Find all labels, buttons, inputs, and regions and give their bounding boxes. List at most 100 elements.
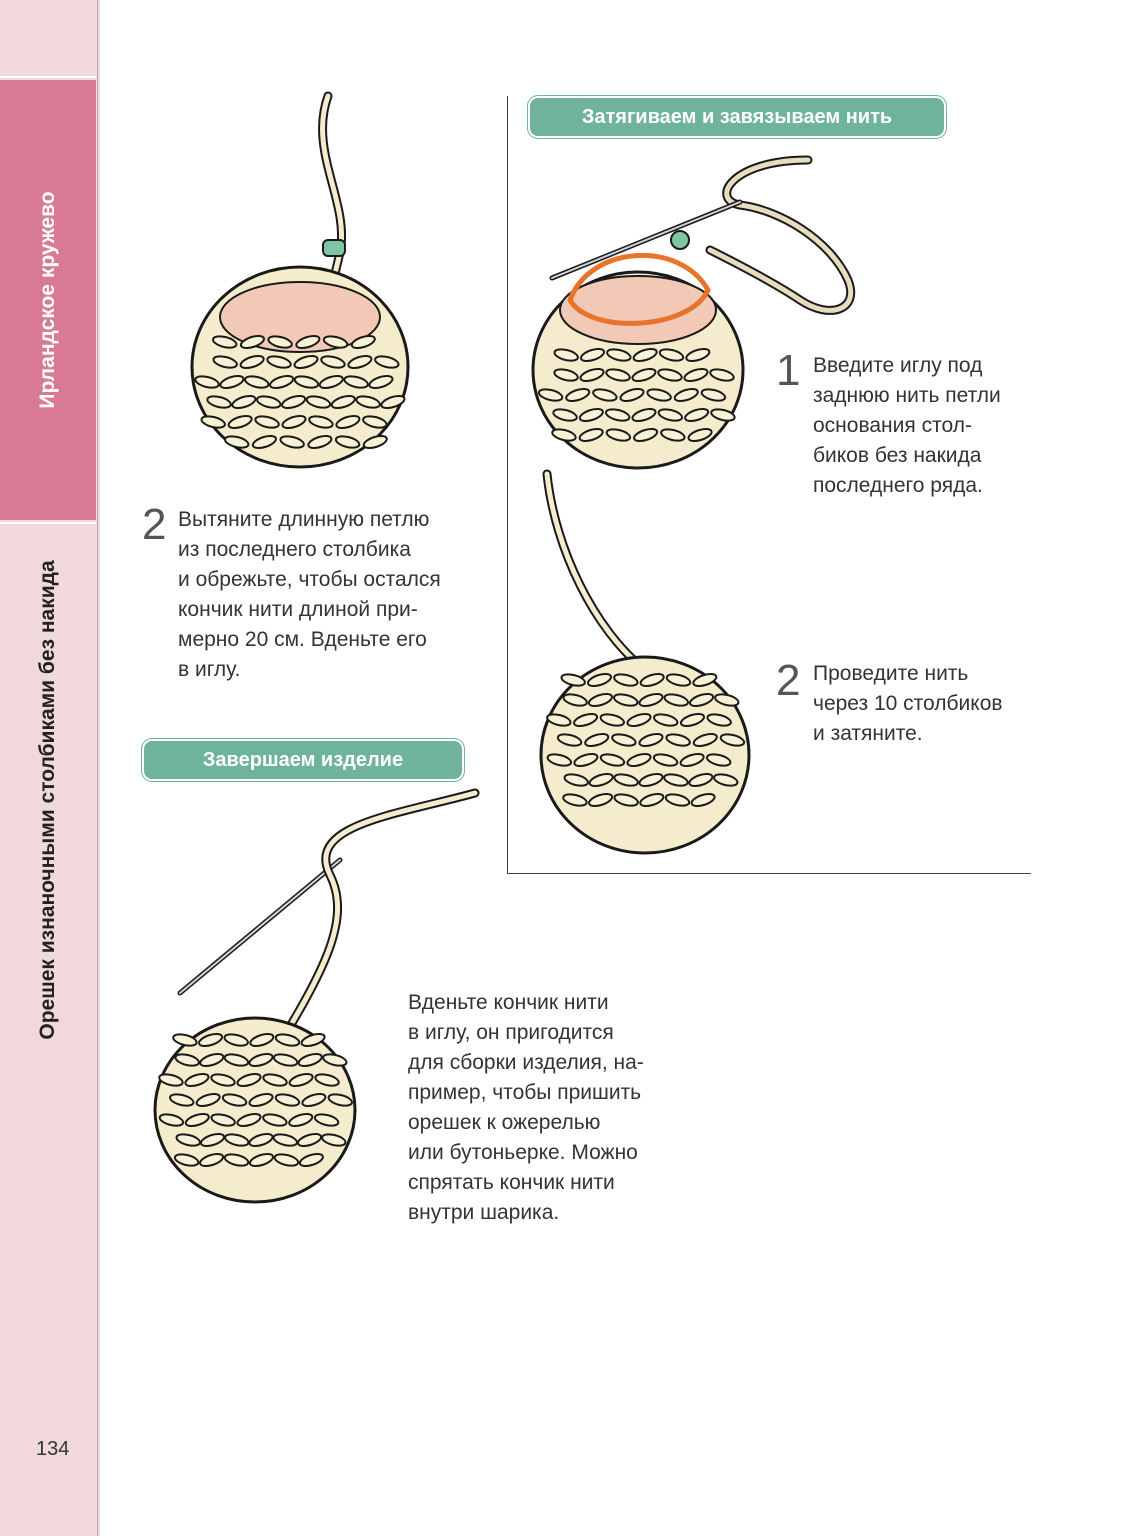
stitch-mark [679, 752, 705, 768]
stitch-mark [223, 1053, 250, 1067]
stitch-mark [223, 1033, 249, 1047]
stitch-mark [626, 752, 652, 768]
needle-ball-illustration [531, 155, 855, 470]
stitch-mark [652, 753, 679, 767]
stitch-mark [335, 414, 361, 430]
stitch-mark [683, 367, 709, 383]
stitch-mark [646, 388, 672, 402]
stitch-mark [221, 1093, 248, 1107]
stitch-mark [206, 395, 232, 409]
stitch-mark [248, 1132, 274, 1148]
stitch-mark [592, 388, 618, 402]
stitch-mark [273, 1153, 300, 1167]
stitch-mark [684, 407, 710, 423]
section-divider-vertical [507, 96, 508, 874]
stitch-mark [210, 1073, 236, 1087]
stitch-mark [657, 408, 684, 422]
stitch-mark [573, 712, 599, 728]
stitch-mark [350, 334, 376, 350]
stitch-mark [638, 692, 664, 708]
stitch-mark [692, 732, 718, 748]
stitch-mark [279, 435, 305, 449]
step-number: 1 [776, 346, 801, 395]
stitch-mark [355, 395, 381, 409]
stitch-mark [210, 1113, 236, 1127]
stitch-mark [297, 1132, 323, 1148]
stitch-mark [588, 792, 614, 808]
stitch-mark [663, 773, 689, 787]
stitch-mark [362, 415, 388, 429]
step-left-2-text: Вытяните длинную петлю из последнего сто… [178, 508, 441, 681]
stitch-mark [553, 368, 579, 382]
stitch-mark [685, 347, 711, 363]
closed-ball-illustration [539, 469, 751, 855]
stitch-mark [374, 355, 400, 369]
stitch-mark [199, 1052, 225, 1068]
stitch-mark [565, 387, 591, 403]
stitch-mark [327, 1093, 353, 1107]
stitch-mark [267, 335, 293, 349]
stitch-mark [537, 388, 564, 402]
stitch-mark [224, 1133, 250, 1147]
stitch-mark [239, 334, 265, 350]
stitch-mark [563, 773, 589, 787]
step-number: 2 [776, 656, 801, 705]
stitch-mark [560, 673, 586, 687]
stitch-mark [638, 732, 664, 748]
stitch-mark [239, 354, 265, 370]
stitch-mark [588, 772, 614, 788]
stitch-mark [599, 713, 625, 727]
stitch-mark [227, 414, 253, 430]
stitch-mark [347, 354, 373, 370]
stitch-mark [288, 1112, 314, 1128]
stitch-mark [546, 713, 572, 727]
stitch-mark [248, 1152, 274, 1168]
stitch-mark [631, 407, 657, 423]
stitch-mark [313, 1113, 340, 1127]
stitch-mark [665, 673, 692, 687]
stitch-mark [663, 693, 689, 707]
stitch-mark [619, 387, 645, 403]
stitch-mark [321, 1133, 347, 1147]
stitch-mark [334, 435, 361, 449]
stitch-mark [709, 368, 735, 382]
stitch-mark [248, 1092, 274, 1108]
stitch-mark [639, 792, 665, 808]
stitch-mark [638, 772, 664, 788]
stitch-mark [293, 354, 319, 370]
step-right-1-text: Введите иглу под заднюю нить петли основ… [813, 354, 1001, 497]
stitch-mark [658, 348, 685, 362]
stitch-mark [579, 347, 606, 363]
stitch-mark [562, 793, 588, 807]
stitch-mark [664, 793, 691, 807]
stitch-mark [301, 1092, 327, 1108]
stitch-mark [249, 1032, 275, 1048]
stitch-mark [248, 1052, 274, 1068]
sidebar-divider [0, 522, 96, 524]
stitch-mark [362, 434, 388, 450]
stitch-mark [175, 1133, 201, 1147]
stitch-mark [262, 1113, 288, 1127]
stitch-mark [200, 415, 226, 429]
stitch-mark [673, 387, 699, 403]
stitch-mark [224, 435, 250, 449]
sidebar-chapter-label: Орешек изнаночными столбиками без накида [36, 560, 59, 1040]
stitch-mark [198, 1032, 224, 1048]
stitch-mark [639, 672, 665, 688]
stitch-mark [219, 374, 245, 390]
stitch-mark [322, 335, 349, 349]
stitch-mark [380, 394, 406, 410]
stitch-mark [184, 1072, 210, 1088]
stitch-mark [587, 692, 613, 708]
stitch-mark [653, 713, 679, 727]
stitch-mark [173, 1153, 200, 1167]
stitch-mark [262, 1073, 288, 1087]
stitch-mark [705, 753, 732, 767]
stitch-mark [199, 1132, 225, 1148]
stitch-mark [687, 427, 713, 443]
step-right-2-text: Проведите нить через 10 столбиков и затя… [813, 662, 1003, 745]
stitch-mark [254, 415, 280, 429]
section-divider-horizontal [507, 873, 1031, 874]
stitch-mark [295, 334, 321, 350]
stitch-mark [158, 1113, 185, 1127]
